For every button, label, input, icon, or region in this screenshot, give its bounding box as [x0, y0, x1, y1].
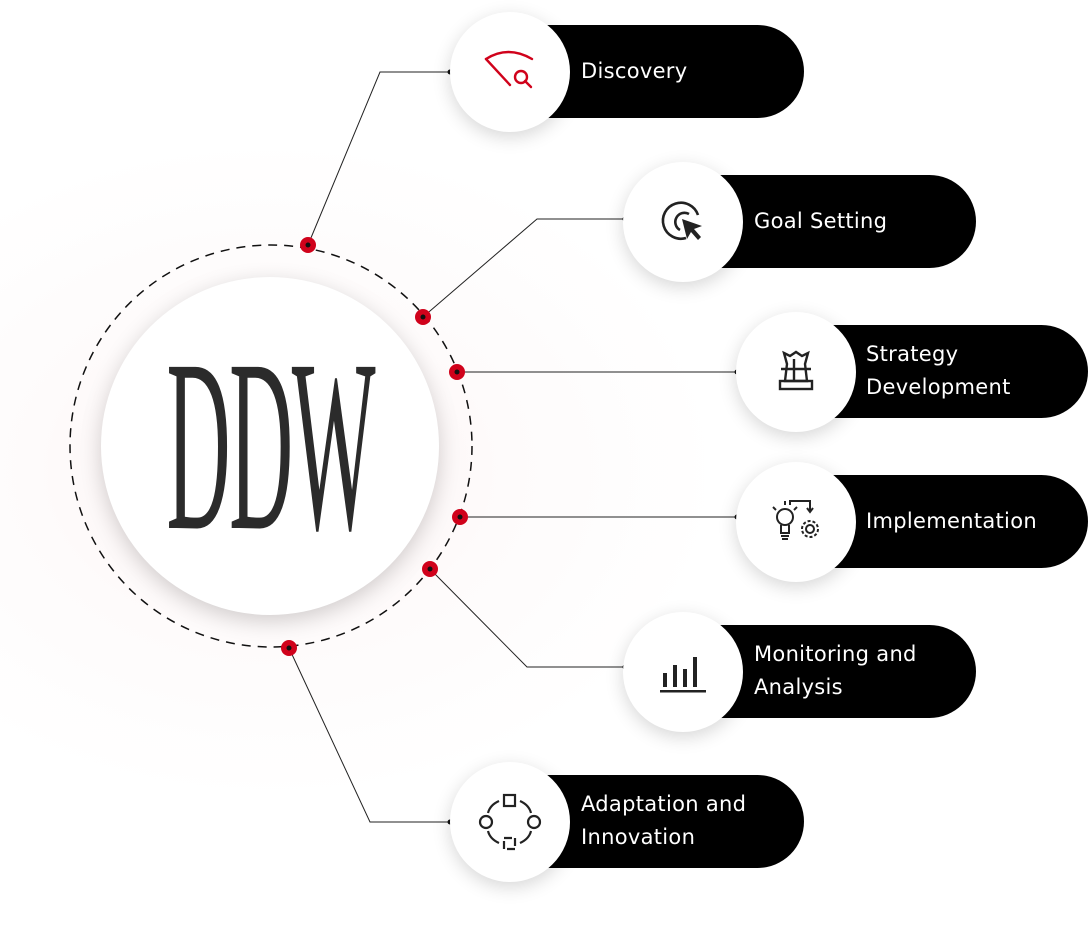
logo-text: DDW [166, 308, 375, 582]
dashed-orbit [69, 244, 473, 648]
step-label: Goal Setting [754, 209, 888, 233]
idea-gear-icon [736, 462, 856, 582]
step-label-line-2: Innovation [581, 825, 696, 849]
step-label-line-1: Monitoring and [754, 642, 917, 666]
orbit-node [300, 237, 316, 253]
bar-chart-icon [623, 612, 743, 732]
orbit-nodes [281, 237, 468, 656]
connector-monitoring [429, 568, 625, 668]
orbit-node [452, 509, 468, 525]
orbit-node [422, 561, 438, 577]
orbit-node [449, 364, 465, 380]
center-hub: DDW [101, 277, 439, 615]
target-cursor-icon [623, 162, 743, 282]
cycle-icon [450, 762, 570, 882]
orbit-node [415, 309, 431, 325]
chess-piece-icon [736, 312, 856, 432]
step-label-line-1: Adaptation and [581, 792, 747, 816]
ddw-logo: DDW [101, 277, 439, 615]
step-label: Implementation [866, 509, 1037, 533]
step-label-line-2: Analysis [754, 675, 843, 699]
orbit-node [281, 640, 297, 656]
connector-adaptation [288, 647, 450, 823]
step-label-line-2: Development [866, 375, 1011, 399]
step-label-line-1: Strategy [866, 342, 959, 366]
step-label: Discovery [581, 59, 688, 83]
eye-search-icon [450, 12, 570, 132]
connector-goal-setting [422, 218, 625, 318]
connector-discovery [307, 71, 450, 246]
